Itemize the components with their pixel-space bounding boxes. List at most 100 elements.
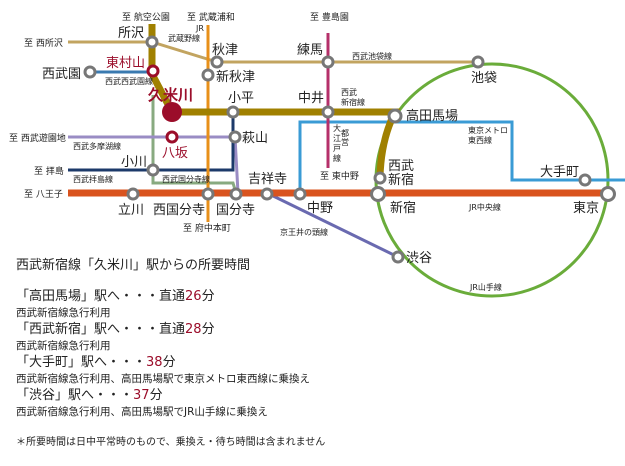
station-marker-shinakitsu[interactable] — [201, 68, 215, 82]
station-tokyo[interactable]: 東京 — [573, 200, 599, 216]
station-marker-tokorozawa[interactable] — [145, 35, 159, 49]
route-unit: 分 — [201, 288, 215, 304]
direction-seibuyuenchi: 至 西武遊園地 — [9, 132, 66, 144]
oedo-char: 営 — [341, 137, 349, 147]
line-label-tamako: 西武多摩湖線 — [73, 141, 121, 151]
station-seibuen[interactable]: 西武園 — [42, 67, 81, 82]
station-higashimurayama[interactable]: 東村山 — [106, 55, 145, 71]
line-seibu-shinjuku — [148, 24, 401, 178]
route-unit: 分 — [149, 387, 163, 403]
station-seibushinjuku-2[interactable]: 新宿 — [388, 172, 414, 188]
station-marker-nakai[interactable] — [321, 105, 335, 119]
route-note: 西武新宿線急行利用 — [16, 307, 111, 319]
line-seibu-ikebukuro — [68, 40, 478, 64]
station-marker-kichijoji[interactable] — [260, 187, 274, 201]
line-keio-inokashira — [266, 191, 399, 259]
station-marker-kodaira[interactable] — [226, 105, 240, 119]
station-ikebukuro[interactable]: 池袋 — [471, 71, 497, 86]
station-marker-otemachi[interactable] — [578, 173, 592, 187]
oedo-char: 線 — [333, 153, 341, 163]
station-seibushinjuku-1[interactable]: 西武 — [388, 159, 414, 174]
oedo-char: 江 — [333, 134, 341, 143]
route-unit: 分 — [162, 354, 176, 370]
route-destination: 「渋谷」駅へ・・・ — [16, 387, 134, 403]
station-marker-yasaka[interactable] — [165, 130, 179, 144]
station-marker-nishikokubunji[interactable] — [201, 187, 215, 201]
station-marker-kokubunji[interactable] — [229, 187, 243, 201]
direction-haijima: 至 拝島 — [34, 165, 64, 177]
oedo-char: 都 — [341, 129, 349, 138]
line-label-tozai-1: 東京メトロ — [468, 125, 508, 135]
station-kichijoji[interactable]: 吉祥寺 — [248, 172, 287, 187]
info-heading: 西武新宿線「久米川」駅からの所要時間 — [16, 258, 251, 273]
line-label-tozai-2: 東西線 — [468, 135, 492, 145]
station-marker-shibuya[interactable] — [391, 250, 405, 264]
station-marker-higashimurayama[interactable] — [146, 64, 160, 78]
station-marker-ogawa[interactable] — [146, 163, 160, 177]
direction-nishitokorozawa: 至 西所沢 — [24, 37, 63, 49]
route-note: 西武新宿線急行利用、高田馬場駅で東京メトロ東西線に乗換え — [16, 373, 310, 385]
station-marker-seibuen[interactable] — [83, 65, 97, 79]
direction-hachioji: 至 八王子 — [24, 189, 63, 200]
station-nakano[interactable]: 中野 — [307, 201, 333, 216]
station-nakai[interactable]: 中井 — [298, 91, 324, 106]
route-item: 「高田馬場」駅へ・・・直通26分 西武新宿線急行利用 — [16, 289, 325, 322]
station-takadanobaba[interactable]: 高田馬場 — [406, 108, 458, 124]
oedo-char: 戸 — [333, 144, 341, 153]
route-item: 「大手町」駅へ・・・38分 西武新宿線急行利用、高田馬場駅で東京メトロ東西線に乗… — [16, 355, 325, 388]
line-label-ikebukuro: 西武池袋線 — [352, 51, 392, 61]
station-marker-kumegawa[interactable] — [162, 102, 182, 122]
station-marker-akitsu[interactable] — [210, 55, 224, 69]
station-shibuya[interactable]: 渋谷 — [406, 251, 432, 266]
station-tachikawa[interactable]: 立川 — [118, 203, 144, 218]
station-hagiyama[interactable]: 萩山 — [242, 131, 268, 146]
station-marker-shinjuku[interactable] — [370, 186, 386, 202]
station-ogawa[interactable]: 小川 — [121, 155, 147, 170]
line-label-shinjuku-1: 西武 — [341, 87, 357, 97]
station-kokubunji[interactable]: 国分寺 — [216, 203, 255, 218]
route-destination: 「西武新宿」駅へ・・・直通 — [16, 321, 186, 337]
line-label-chuo: JR中央線 — [468, 202, 501, 212]
station-kumegawa[interactable]: 久米川 — [148, 86, 193, 104]
route-minutes: 28 — [185, 321, 202, 337]
travel-time-info: 西武新宿線「久米川」駅からの所要時間 「高田馬場」駅へ・・・直通26分 西武新宿… — [16, 258, 325, 451]
station-akitsu[interactable]: 秋津 — [212, 43, 238, 58]
station-marker-tachikawa[interactable] — [126, 187, 140, 201]
route-item: 「渋谷」駅へ・・・37分 西武新宿線急行利用、高田馬場駅でJR山手線に乗換え — [16, 388, 325, 421]
route-destination: 「大手町」駅へ・・・ — [16, 354, 147, 370]
line-tozai — [298, 120, 625, 193]
station-marker-takadanobaba[interactable] — [387, 108, 403, 124]
direction-higashinakano: 至 東中野 — [320, 170, 359, 182]
station-kodaira[interactable]: 小平 — [228, 91, 254, 106]
direction-fuchuhonmachi: 至 府中本町 — [183, 222, 231, 234]
direction-kokuko: 至 航空公園 — [122, 11, 170, 23]
route-minutes: 37 — [133, 387, 150, 403]
line-label-keio: 京王井の頭線 — [280, 227, 328, 237]
route-unit: 分 — [201, 321, 215, 337]
station-otemachi[interactable]: 大手町 — [540, 165, 579, 180]
route-item: 「西武新宿」駅へ・・・直通28分 西武新宿線急行利用 — [16, 322, 325, 355]
station-tokorozawa[interactable]: 所沢 — [118, 26, 144, 41]
station-shinakitsu[interactable]: 新秋津 — [216, 69, 255, 85]
footnote: ＊所要時間は日中平常時のもので、乗換え・待ち時間は含まれません — [16, 436, 326, 448]
line-label-seibuen: 西武西武園線 — [105, 76, 153, 86]
line-label-shinjuku-2: 新宿線 — [341, 97, 365, 107]
station-nishikokubunji[interactable]: 西国分寺 — [153, 203, 205, 218]
station-marker-hagiyama[interactable] — [228, 130, 242, 144]
station-marker-seibushinjuku[interactable] — [373, 171, 387, 185]
station-marker-ikebukuro[interactable] — [471, 55, 485, 69]
line-label-haijima: 西武拝島線 — [73, 174, 113, 184]
station-marker-nerima[interactable] — [321, 55, 335, 69]
line-label-musashino-2: 武蔵野線 — [168, 33, 200, 43]
line-label-kokubunji: 西武国分寺線 — [162, 174, 210, 184]
line-label-yamanote: JR山手線 — [469, 282, 502, 292]
route-minutes: 38 — [146, 354, 163, 370]
station-marker-nakano[interactable] — [293, 187, 307, 201]
station-shinjuku[interactable]: 新宿 — [390, 200, 416, 216]
route-note: 西武新宿線急行利用、高田馬場駅でJR山手線に乗換え — [16, 406, 268, 418]
station-marker-tokyo[interactable] — [600, 186, 616, 202]
station-yasaka[interactable]: 八坂 — [162, 146, 188, 161]
station-nerima[interactable]: 練馬 — [297, 43, 323, 58]
